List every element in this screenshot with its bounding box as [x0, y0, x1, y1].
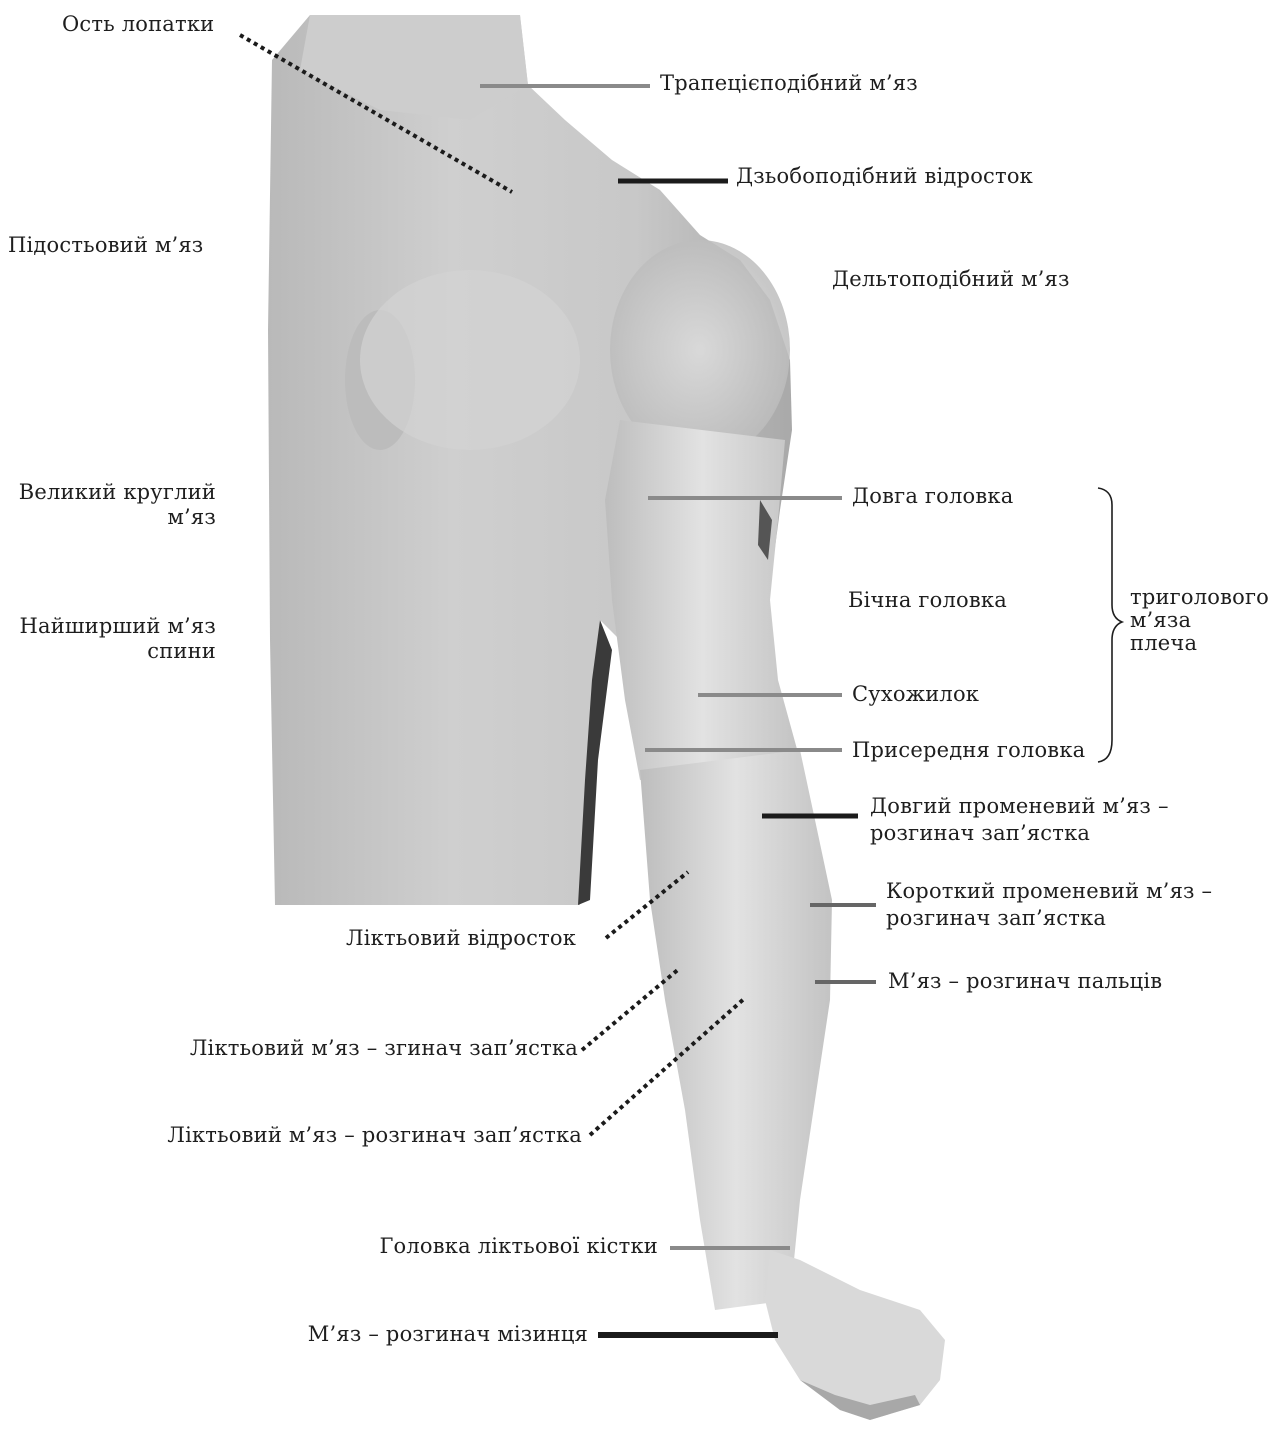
label-holovka-liktovoi: Головка ліктьової кістки	[379, 1234, 658, 1259]
hand-fist	[765, 1250, 945, 1420]
label-pryseredniia-holovka: Присередня головка	[852, 738, 1085, 763]
label-korotkyi-promenevyi: Короткий променевий м’яз – розгинач зап’…	[886, 878, 1212, 932]
label-dovhyi-promenevyi: Довгий променевий м’яз – розгинач зап’яс…	[870, 793, 1169, 847]
label-rozhynach-mizyntsia: М’яз – розгинач мізинця	[308, 1322, 588, 1347]
label-liktovyi-vidrostok: Ліктьовий відросток	[346, 926, 576, 951]
label-dovha-holovka: Довга головка	[852, 484, 1013, 509]
label-pidostovyi: Підостьовий м’яз	[8, 233, 203, 258]
label-deltopodibnyi: Дельтоподібний м’яз	[832, 267, 1070, 292]
back-highlight	[360, 270, 580, 450]
triceps-bracket	[1098, 488, 1122, 762]
upper-arm	[605, 420, 800, 780]
label-sukhozhylok: Сухожилок	[852, 682, 979, 707]
label-liktovyi-zhynach: Ліктьовий м’яз – згинач зап’ястка	[190, 1036, 578, 1061]
label-ost-lopatky: Ость лопатки	[62, 12, 214, 37]
label-tryholovyi: триголового м’яза плеча	[1130, 586, 1269, 655]
label-rozhynach-paltsiv: М’яз – розгинач пальців	[888, 969, 1162, 994]
label-bichna-holovka: Бічна головка	[848, 588, 1007, 613]
label-velykyi-kruhlyi: Великий круглий м’яз	[19, 480, 216, 530]
label-naishyrshyi: Найширший м’яз спини	[20, 614, 217, 664]
label-trapetsiepodibnyi: Трапецієподібний м’яз	[660, 71, 918, 96]
label-dzobopodibnyi: Дзьобоподібний відросток	[736, 164, 1033, 189]
forearm	[640, 750, 832, 1310]
label-liktovyi-rozhynach: Ліктьовий м’яз – розгинач зап’ястка	[167, 1123, 582, 1148]
